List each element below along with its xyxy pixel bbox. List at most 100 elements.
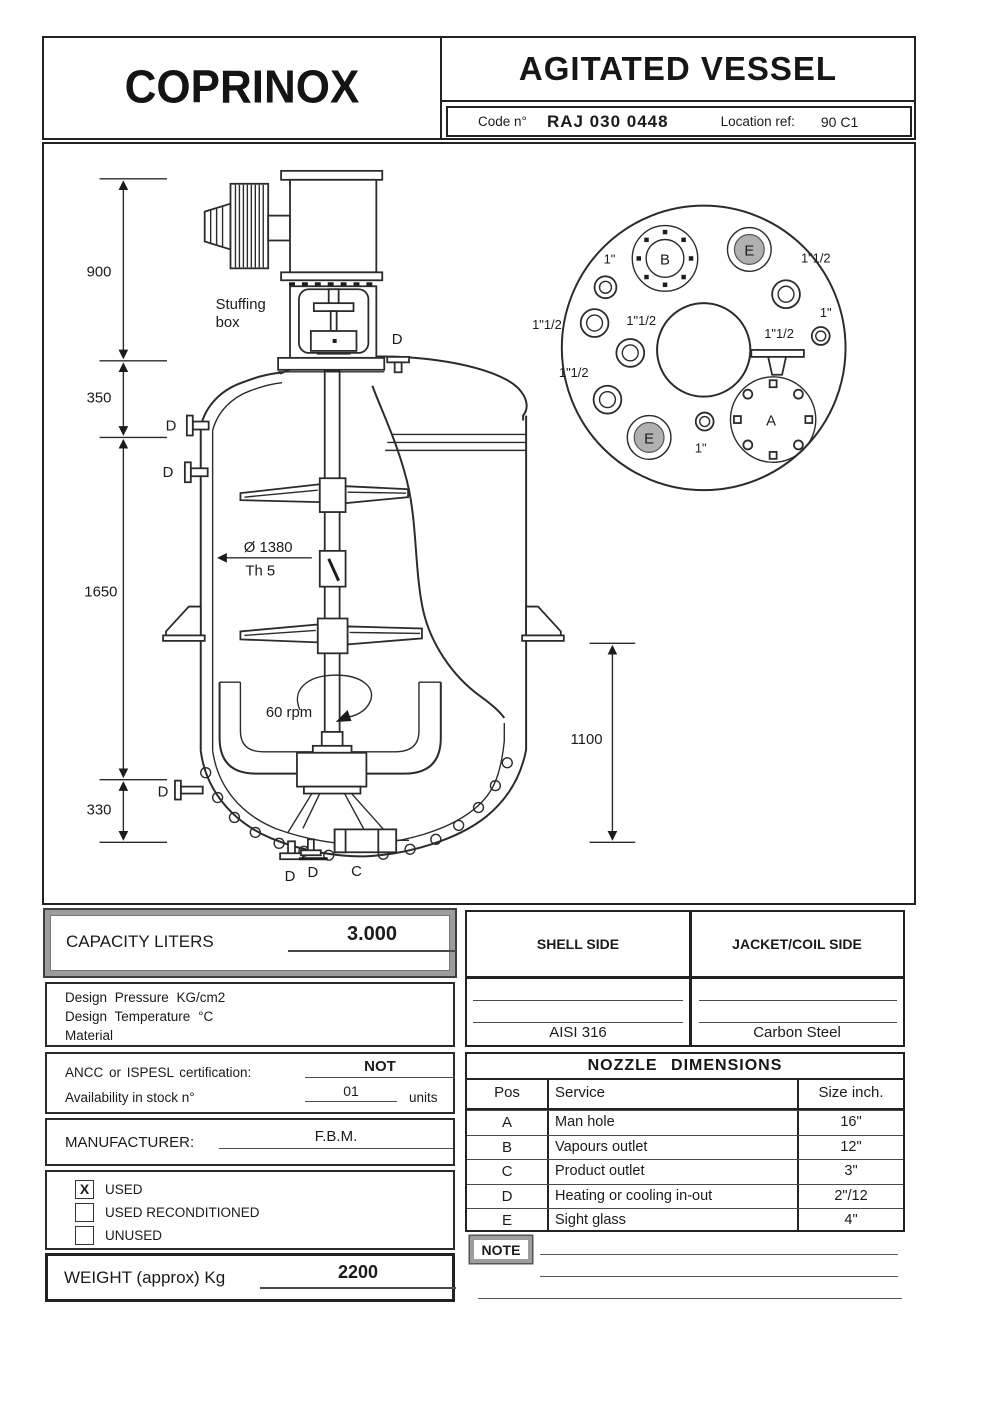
stuffing-box-label-2: box xyxy=(216,315,241,331)
condition-box: X USED USED RECONDITIONED UNUSED xyxy=(45,1170,455,1250)
dim-330: 330 xyxy=(87,802,112,818)
code-value: RAJ 030 0448 xyxy=(546,111,669,131)
dim-1650: 1650 xyxy=(84,585,117,601)
nozzle-d-left2-label: D xyxy=(163,465,174,481)
material-jacket-value: Carbon Steel xyxy=(753,1023,841,1041)
row-e-pos: E xyxy=(501,1212,512,1229)
nozzle-table-title: NOZZLE DIMENSIONS xyxy=(467,1054,903,1080)
used-reconditioned-checkbox[interactable] xyxy=(75,1203,94,1222)
nozzle-e-bottom: E xyxy=(626,414,672,461)
header: COPRINOX AGITATED VESSEL Code n° RAJ 030… xyxy=(42,36,916,140)
jacket-side-header: JACKET/COIL SIDE xyxy=(732,936,862,952)
capacity-value: 3.000 xyxy=(288,923,456,952)
condition-row-used: X USED xyxy=(47,1180,453,1200)
t-handle-stem xyxy=(767,355,788,376)
row-a-pos: A xyxy=(501,1114,512,1131)
vessel-technical-drawing: 900 350 1650 330 1100 xyxy=(84,169,847,885)
shell-jacket-table: SHELL SIDE JACKET/COIL SIDE AISI 316 Car… xyxy=(465,910,905,1047)
vessel-body xyxy=(162,355,565,861)
flange-bolts-mid xyxy=(289,282,373,287)
manufacturer-value: F.B.M. xyxy=(219,1128,453,1149)
size-label-4: 1"1/2 xyxy=(532,317,562,332)
support-bracket-left xyxy=(162,605,206,642)
stock-value: 01 xyxy=(305,1083,397,1102)
dimension-chain: 900 350 1650 330 xyxy=(84,178,168,844)
nozzle-e-top: E xyxy=(726,226,772,273)
note-label: NOTE xyxy=(481,1241,521,1258)
drawing-labels: Stuffing box D D D D D D C Ø 1380 Th 5 6… xyxy=(158,297,403,885)
material-label: Material xyxy=(65,1028,114,1043)
size-header: Size inch. xyxy=(818,1084,884,1101)
dim-350: 350 xyxy=(87,391,112,407)
used-checkbox[interactable]: X xyxy=(75,1180,94,1199)
size-label-7: 1" xyxy=(695,440,707,455)
capacity-label: CAPACITY LITERS xyxy=(66,932,214,951)
rule-line xyxy=(473,1000,683,1001)
table-row: C Product outlet 3" xyxy=(467,1159,903,1184)
capacity-box: CAPACITY LITERS 3.000 xyxy=(45,910,456,976)
size-label-2: 1" xyxy=(820,305,832,320)
nozzle-d-left3-label: D xyxy=(158,785,169,801)
topview-size-labels: 1" 1"1/2 1" 1"1/2 1"1/2 1"1/2 1"1/2 1" xyxy=(532,250,832,455)
note-line-3[interactable] xyxy=(478,1298,902,1299)
certification-label: ANCC or ISPESL certification: xyxy=(65,1065,252,1080)
manufacturer-box: MANUFACTURER: F.B.M. xyxy=(45,1118,455,1166)
support-bracket-right xyxy=(521,605,565,642)
location-ref-value: 90 C1 xyxy=(820,113,859,130)
unused-checkbox[interactable] xyxy=(75,1226,94,1245)
stock-units-label: units xyxy=(409,1090,438,1105)
note-line-1[interactable] xyxy=(540,1254,898,1255)
dim-900: 900 xyxy=(87,264,112,280)
drive-unit xyxy=(203,169,386,373)
header-underline xyxy=(467,976,903,979)
stock-label: Availability in stock n° xyxy=(65,1090,195,1105)
t-handle-bar xyxy=(750,349,805,358)
thickness-label: Th 5 xyxy=(245,564,275,580)
dim-1100: 1100 xyxy=(571,732,603,748)
rule-line xyxy=(699,1000,897,1001)
nozzle-d-bottom2-label: D xyxy=(307,865,318,881)
size-label-5: 1"1/2 xyxy=(626,313,656,328)
design-pressure-label: Design Pressure KG/cm2 xyxy=(65,990,226,1005)
topview-b-label: B xyxy=(660,252,670,268)
manufacturer-label: MANUFACTURER: xyxy=(65,1134,195,1151)
table-row: E Sight glass 4" xyxy=(467,1208,903,1233)
size-label-0: 1" xyxy=(604,251,616,266)
row-b-service: Vapours outlet xyxy=(555,1138,648,1155)
page-title: AGITATED VESSEL xyxy=(518,50,838,87)
row-a-service: Man hole xyxy=(555,1114,615,1130)
shell-side-header: SHELL SIDE xyxy=(536,936,620,952)
row-d-pos: D xyxy=(501,1187,513,1205)
rule-line xyxy=(699,1022,897,1023)
size-label-6: 1"1/2 xyxy=(559,365,589,380)
weight-value: 2200 xyxy=(260,1262,456,1289)
nozzle-stubs xyxy=(174,355,410,861)
title-cell: AGITATED VESSEL xyxy=(442,38,914,102)
used-reconditioned-label: USED RECONDITIONED xyxy=(105,1205,260,1220)
material-shell-value: AISI 316 xyxy=(549,1023,607,1041)
small-nozzles xyxy=(579,275,831,432)
row-e-size: 4" xyxy=(844,1212,858,1228)
nozzle-table-header-row xyxy=(467,1080,903,1110)
table-vline-2 xyxy=(797,1080,799,1230)
nozzle-a-flange: A xyxy=(729,376,817,464)
row-d-size: 2"/12 xyxy=(834,1187,868,1204)
pos-header: Pos xyxy=(494,1084,520,1101)
jacket-studs xyxy=(200,757,513,861)
nozzle-b-flange: B xyxy=(631,224,699,292)
code-label: Code n° xyxy=(478,114,527,129)
note-label-box: NOTE xyxy=(470,1236,532,1263)
condition-row-unused: UNUSED xyxy=(47,1226,453,1246)
design-data-box: Design Pressure KG/cm2 Design Temperatur… xyxy=(45,982,455,1047)
certification-value: NOT xyxy=(305,1058,455,1078)
location-ref-label: Location ref: xyxy=(720,114,795,129)
unused-label: UNUSED xyxy=(105,1228,163,1243)
certification-box: ANCC or ISPESL certification: NOT Availa… xyxy=(45,1052,455,1114)
size-label-1: 1"1/2 xyxy=(801,250,831,265)
size-label-3: 1"1/2 xyxy=(764,326,794,341)
row-b-pos: B xyxy=(501,1138,512,1156)
note-line-2[interactable] xyxy=(540,1276,898,1277)
row-c-pos: C xyxy=(501,1163,513,1180)
table-row: B Vapours outlet 12" xyxy=(467,1134,903,1160)
